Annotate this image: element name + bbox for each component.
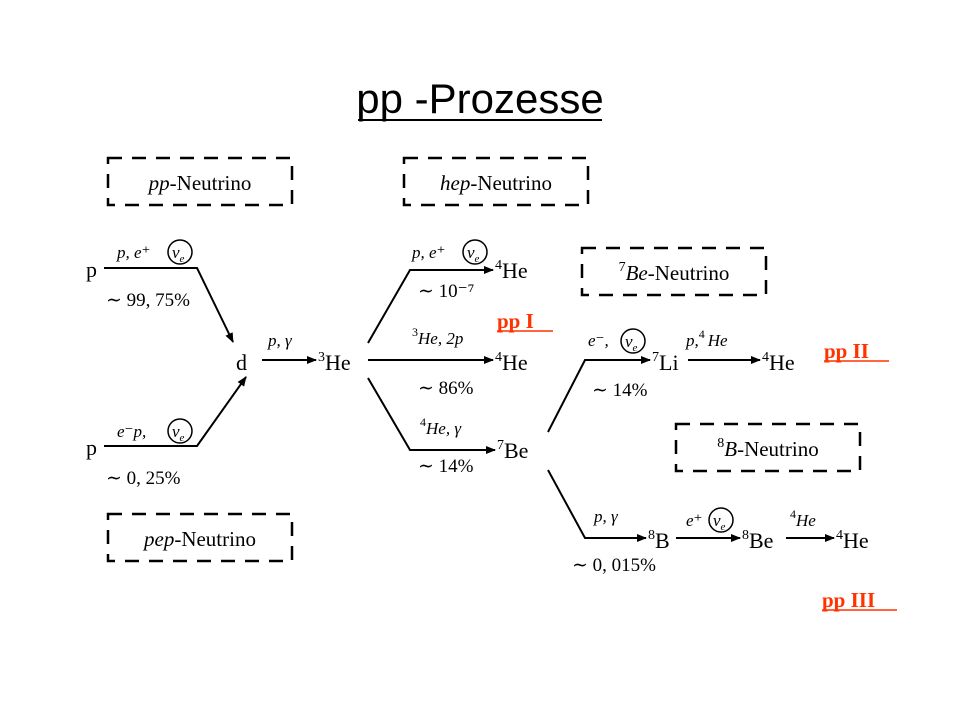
branch-label-pp1: pp I bbox=[497, 309, 534, 333]
neutrino-circle-hep bbox=[462, 239, 488, 265]
neutrino-symbol-be7: νe bbox=[625, 332, 638, 354]
node-li7: 7Li bbox=[652, 350, 679, 375]
label-pp-reaction: p, e⁺ bbox=[116, 243, 151, 262]
node-he4-pp1: 4He bbox=[495, 350, 528, 375]
pp-neutrino-box: pp-Neutrino bbox=[106, 156, 294, 207]
svg-text:pep-Neutrino: pep-Neutrino bbox=[142, 527, 256, 551]
arrow-be7-p bbox=[547, 469, 647, 542]
node-p-bottom: p bbox=[86, 435, 97, 460]
label-be7-ec: e⁻, bbox=[588, 331, 609, 350]
label-he3he4: 4He, γ bbox=[420, 415, 462, 438]
be7-neutrino-box: 7Be-Neutrino bbox=[580, 246, 768, 297]
neutrino-symbol-pp: νe bbox=[172, 243, 185, 265]
node-be7: 7Be bbox=[497, 438, 528, 463]
arrow-be7-ec bbox=[547, 356, 651, 433]
pep-neutrino-box: pep-Neutrino bbox=[106, 512, 294, 563]
svg-text:7Be-Neutrino: 7Be-Neutrino bbox=[619, 260, 730, 285]
neutrino-symbol-pep: νe bbox=[172, 422, 185, 444]
label-b8-decay: e⁺ bbox=[686, 511, 703, 530]
branch-hep: ∼ 10⁻⁷ bbox=[418, 281, 474, 302]
label-hep-reaction: p, e⁺ bbox=[411, 243, 446, 262]
neutrino-circle-pp bbox=[167, 239, 193, 265]
node-he4-pp3: 4He bbox=[836, 528, 869, 553]
label-he3he3: 3He, 2p bbox=[412, 325, 463, 348]
label-pep-reaction: e⁻p, bbox=[117, 422, 146, 441]
branch-he3he4: ∼ 14% bbox=[418, 456, 474, 477]
node-he4-hep: 4He bbox=[495, 258, 528, 283]
node-b8: 8B bbox=[648, 528, 670, 553]
neutrino-circle-b8 bbox=[708, 507, 734, 533]
svg-text:hep-Neutrino: hep-Neutrino bbox=[440, 171, 552, 195]
branch-he3he3: ∼ 86% bbox=[418, 378, 474, 399]
neutrino-circle-be7 bbox=[620, 328, 646, 354]
neutrino-circle-pep bbox=[167, 418, 193, 444]
neutrino-symbol-b8: νe bbox=[713, 511, 726, 533]
node-p-top: p bbox=[86, 257, 97, 282]
node-be8: 8Be bbox=[742, 528, 773, 553]
arrow-he3-he4 bbox=[367, 377, 496, 454]
b8-neutrino-box: 8B-Neutrino bbox=[674, 422, 862, 473]
label-be8-decay: 4He bbox=[790, 507, 816, 530]
branch-pep: ∼ 0, 25% bbox=[106, 468, 181, 489]
label-d-he3: p, γ bbox=[267, 331, 293, 350]
label-be7-p: p, γ bbox=[593, 507, 619, 526]
hep-neutrino-box: hep-Neutrino bbox=[402, 156, 590, 207]
branch-be7-ec: ∼ 14% bbox=[592, 380, 648, 401]
branch-label-pp3: pp III bbox=[822, 588, 875, 612]
arrow-pep-fusion bbox=[104, 376, 247, 447]
page-title: pp -Prozesse bbox=[356, 75, 603, 122]
svg-text:8B-Neutrino: 8B-Neutrino bbox=[717, 436, 818, 461]
branch-label-pp2: pp II bbox=[824, 339, 869, 363]
node-deuterium: d bbox=[236, 350, 247, 375]
branch-pp: ∼ 99, 75% bbox=[106, 290, 190, 311]
arrow-hep bbox=[367, 266, 494, 344]
neutrino-symbol-hep: νe bbox=[467, 243, 480, 265]
node-he3: 3He bbox=[318, 350, 351, 375]
node-he4-pp2: 4He bbox=[762, 350, 795, 375]
svg-text:pp-Neutrino: pp-Neutrino bbox=[147, 171, 252, 195]
branch-be7-p: ∼ 0, 015% bbox=[572, 555, 656, 576]
arrow-pp-fusion bbox=[104, 267, 234, 343]
